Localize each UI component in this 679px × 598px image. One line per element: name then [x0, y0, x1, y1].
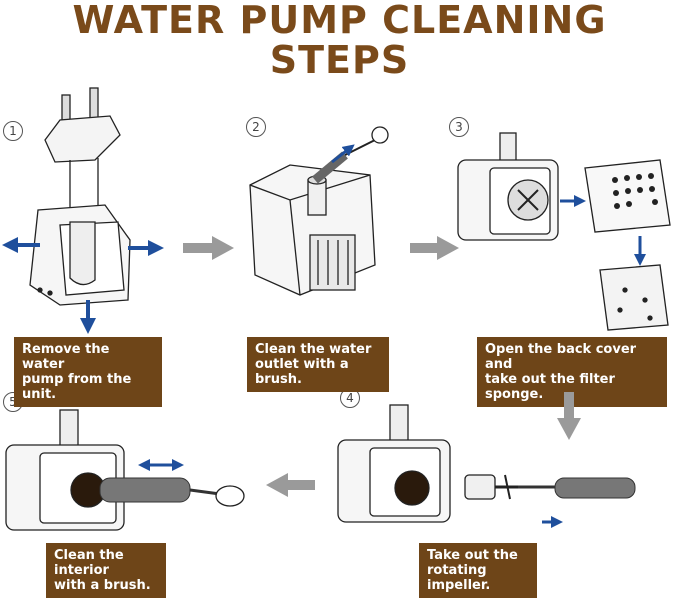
step-3-pump-illustration	[457, 132, 559, 241]
step-2-caption: Clean the water outlet with a brush.	[247, 337, 389, 392]
illustrations	[2, 87, 671, 531]
step-3-number: 3	[449, 117, 469, 137]
page-title: WATER PUMP CLEANING STEPS	[72, 0, 607, 82]
arrow-step-3-to-4	[557, 392, 581, 440]
arrow-step-2-to-3	[410, 236, 459, 260]
step-3-blue-arrows	[560, 195, 646, 266]
step-4-brush	[518, 477, 636, 499]
step-5-pump-illustration	[5, 409, 125, 531]
step-2-pump-illustration	[249, 126, 389, 296]
arrow-step-4-to-5	[266, 473, 315, 497]
step-2-blue-arrow	[331, 144, 355, 164]
step-1-blue-arrows	[2, 237, 164, 334]
step-3-back-cover	[584, 159, 671, 233]
step-1-caption: Remove the water pump from the unit.	[14, 337, 162, 407]
step-5-brush	[99, 477, 245, 507]
step-3-cover-holes	[612, 173, 658, 209]
step-2-number: 2	[246, 117, 266, 137]
arrow-step-1-to-2	[183, 236, 234, 260]
step-4-pump-illustration	[337, 404, 451, 523]
step-4-impeller	[464, 474, 518, 500]
step-3-caption: Open the back cover and take out the fil…	[477, 337, 667, 407]
step-1-pump-illustration	[29, 87, 131, 306]
step-1-number: 1	[3, 121, 23, 141]
step-3-sponge	[599, 264, 669, 331]
